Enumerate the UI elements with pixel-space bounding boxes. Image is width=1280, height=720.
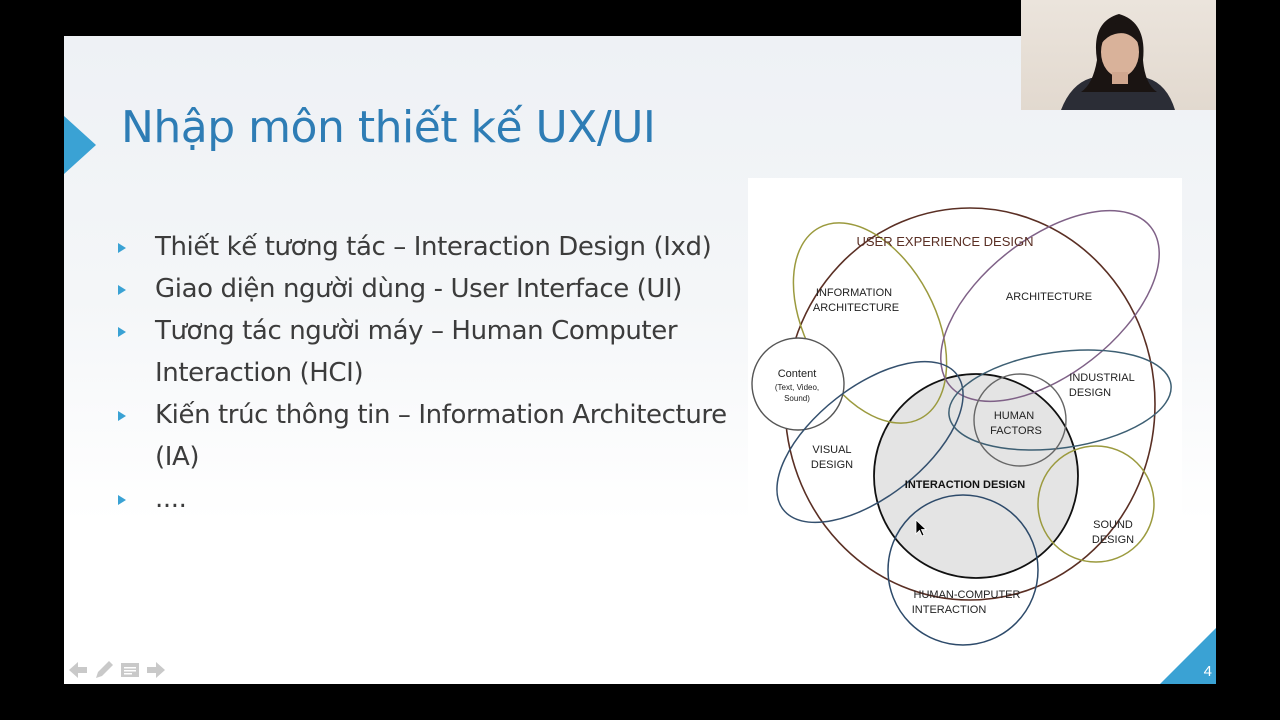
label-hci: HUMAN-COMPUTER xyxy=(914,589,1021,601)
label-interaction-design: INTERACTION DESIGN xyxy=(905,479,1025,491)
mouse-cursor-icon xyxy=(915,519,928,537)
page-corner xyxy=(1160,628,1216,684)
slide-title: Nhập môn thiết kế UX/UI xyxy=(121,102,656,153)
label-content: (Text, Video, xyxy=(775,383,819,392)
bullet-arrow-icon xyxy=(118,243,126,253)
interaction-design-circle xyxy=(873,373,1079,579)
bullet-arrow-icon xyxy=(118,495,126,505)
label-content: Content xyxy=(778,368,817,380)
bullet-arrow-icon xyxy=(118,411,126,421)
bullet-text: Thiết kế tương tác – Interaction Design … xyxy=(155,232,712,262)
bullet-text: .... xyxy=(155,484,187,514)
label-industrial-design: DESIGN xyxy=(1069,387,1111,399)
visual-design-ellipse xyxy=(776,360,964,524)
arrow-left-icon[interactable] xyxy=(66,658,90,682)
pen-icon[interactable] xyxy=(92,658,116,682)
bullet-arrow-icon xyxy=(118,327,126,337)
bullet-item: Tương tác người máy – Human Computer Int… xyxy=(118,310,738,394)
content-circle xyxy=(751,337,845,431)
ux-venn-diagram: USER EXPERIENCE DESIGN INFORMATION ARCHI… xyxy=(748,178,1182,652)
slide: Nhập môn thiết kế UX/UI Thiết kế tương t… xyxy=(64,36,1216,684)
bullet-list: Thiết kế tương tác – Interaction Design … xyxy=(118,226,738,520)
industrial-design-ellipse xyxy=(948,349,1172,451)
presenter-webcam xyxy=(1021,0,1216,110)
slide-controls xyxy=(66,658,168,682)
label-industrial-design: INDUSTRIAL xyxy=(1069,372,1134,384)
label-visual-design: VISUAL xyxy=(812,444,851,456)
bullet-text: Tương tác người máy – Human Computer Int… xyxy=(155,316,678,388)
label-information-architecture: ARCHITECTURE xyxy=(813,302,899,314)
bullet-text: Giao diện người dùng - User Interface (U… xyxy=(155,274,683,304)
architecture-ellipse xyxy=(940,209,1160,403)
bullet-arrow-icon xyxy=(118,285,126,295)
bullet-item: .... xyxy=(118,478,738,520)
bullet-item: Giao diện người dùng - User Interface (U… xyxy=(118,268,738,310)
label-sound-design: SOUND xyxy=(1093,519,1133,531)
label-architecture: ARCHITECTURE xyxy=(1006,291,1092,303)
hci-circle xyxy=(887,494,1039,646)
label-visual-design: DESIGN xyxy=(811,459,853,471)
label-ux-design: USER EXPERIENCE DESIGN xyxy=(857,234,1034,249)
arrow-right-icon[interactable] xyxy=(144,658,168,682)
label-content: Sound) xyxy=(784,394,810,403)
venn-svg: USER EXPERIENCE DESIGN INFORMATION ARCHI… xyxy=(751,207,1172,646)
label-human-factors: FACTORS xyxy=(990,425,1042,437)
label-sound-design: DESIGN xyxy=(1092,534,1134,546)
title-marker xyxy=(64,116,96,174)
presenter-figure xyxy=(1061,14,1175,110)
label-information-architecture: INFORMATION xyxy=(816,287,892,299)
label-human-factors: HUMAN xyxy=(994,410,1034,422)
page-number: 4 xyxy=(1203,663,1212,680)
sound-design-circle xyxy=(1037,445,1155,563)
menu-icon[interactable] xyxy=(118,658,142,682)
bullet-item: Thiết kế tương tác – Interaction Design … xyxy=(118,226,738,268)
human-factors-circle xyxy=(973,373,1067,467)
bullet-item: Kiến trúc thông tin – Information Archit… xyxy=(118,394,738,478)
label-hci: INTERACTION xyxy=(912,604,987,616)
bullet-text: Kiến trúc thông tin – Information Archit… xyxy=(155,400,727,472)
